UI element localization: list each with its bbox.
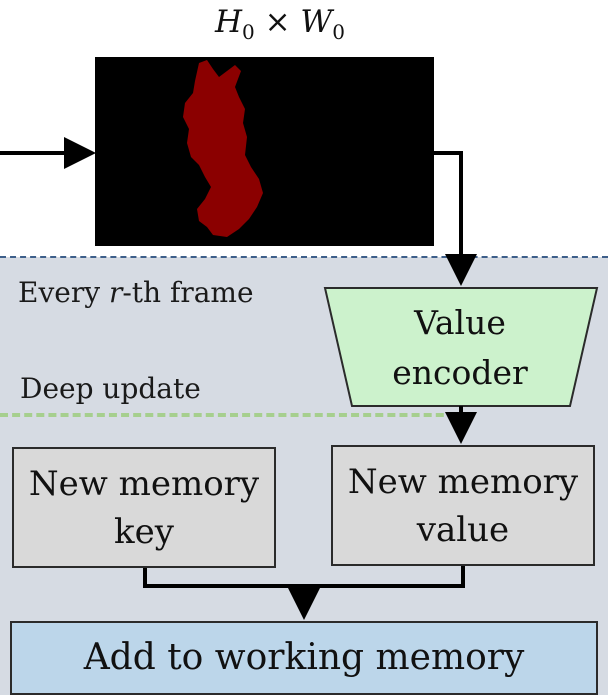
new-memory-key-line1: New memory <box>28 463 260 504</box>
new-memory-value-line1: New memory <box>347 461 579 502</box>
value-encoder-line2: encoder <box>392 353 528 392</box>
mask-silhouette <box>183 60 263 237</box>
value-encoder: Value encoder <box>360 298 560 398</box>
merge-lines <box>143 565 465 588</box>
value-encoder-line1: Value <box>414 303 506 342</box>
add-to-working-memory-box: Add to working memory <box>10 621 598 695</box>
frame-size-label: H0 × W0 <box>214 4 346 45</box>
new-memory-value-box: New memory value <box>331 445 595 566</box>
every-r-th-frame-label: Every r-th frame <box>18 276 254 309</box>
deep-update-label: Deep update <box>20 372 201 405</box>
add-to-working-memory-label: Add to working memory <box>83 637 525 678</box>
value-encoder-shape <box>323 287 599 407</box>
new-memory-key-box: New memory key <box>12 447 276 568</box>
new-memory-key-line2: key <box>114 511 174 552</box>
mask-to-encoder-arrow <box>434 151 477 286</box>
mask-image <box>95 57 434 246</box>
deep-update-divider <box>0 413 468 417</box>
region-divider <box>0 256 608 258</box>
new-memory-value-line2: value <box>416 509 510 550</box>
